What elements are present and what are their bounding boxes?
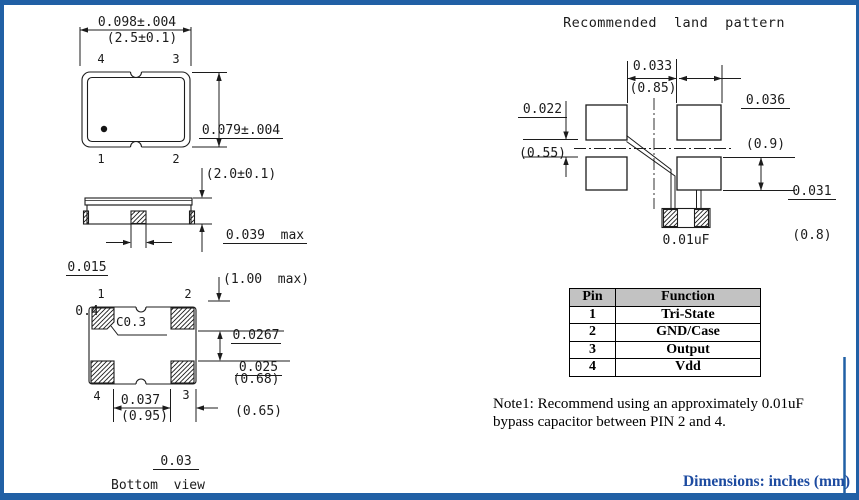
drawing-canvas: 0.098±.004 (2.5±0.1) 4 3 1 2 0.079±.004 … bbox=[4, 5, 856, 493]
capacitor-value-label: 0.01uF bbox=[662, 233, 710, 248]
bypass-trace bbox=[626, 135, 702, 209]
top-view-drawing bbox=[79, 27, 227, 153]
pin-cell: 2 bbox=[569, 323, 616, 342]
sideview-pad-dim: 0.015 0.4 bbox=[66, 259, 108, 320]
bottomview-span-mm: (0.95) bbox=[121, 409, 168, 424]
function-cell: GND/Case bbox=[615, 323, 761, 342]
bottomview-edge-dim: 0.0267 (0.68) bbox=[231, 327, 281, 388]
land-pattern-drawing bbox=[523, 59, 795, 229]
pad-4 bbox=[90, 360, 115, 384]
pad-3 bbox=[170, 360, 195, 384]
topview-width-inch: 0.098±.004 bbox=[97, 15, 177, 30]
table-row: 3 Output bbox=[569, 340, 761, 359]
bypass-capacitor bbox=[661, 207, 711, 229]
note-line-2: bypass capacitor between PIN 2 and 4. bbox=[493, 414, 726, 430]
bottomview-span-inch: 0.037 bbox=[120, 393, 161, 408]
pin-function-table: Pin Function 1 Tri-State 2 GND/Case 3 Ou… bbox=[569, 288, 761, 377]
topview-pin-1: 1 bbox=[97, 152, 105, 166]
chamfer-leader bbox=[110, 325, 167, 336]
topview-height-dim: 0.079±.004 (2.0±0.1) bbox=[199, 95, 283, 211]
topview-pin-3: 3 bbox=[172, 52, 180, 66]
landpattern-vgap-dim: 0.022 (0.55) bbox=[518, 101, 567, 162]
bottomview-pin-1: 1 bbox=[97, 287, 105, 301]
land-pad-tr bbox=[676, 104, 722, 141]
header-function: Function bbox=[615, 288, 761, 307]
pin-cell: 3 bbox=[569, 340, 616, 359]
dimensions-units-label: Dimensions: inches (mm) bbox=[682, 473, 850, 490]
bottom-view-drawing bbox=[88, 277, 290, 422]
sideview-height-dim: 0.039 max (1.00 max) bbox=[223, 227, 310, 288]
pad-1 bbox=[91, 307, 115, 330]
table-header-row: Pin Function bbox=[569, 288, 761, 307]
bottom-view-caption: Bottom view bbox=[111, 478, 205, 493]
bottomview-pad-dim: 0.03 (0.78) bbox=[153, 426, 199, 493]
side-view-drawing bbox=[82, 168, 212, 252]
landpattern-hgap-mm: (0.85) bbox=[629, 81, 677, 96]
landpattern-padw-dim: 0.036 (0.9) bbox=[741, 65, 790, 181]
pin1-marker-dot bbox=[100, 125, 108, 133]
land-pattern-title: Recommended land pattern bbox=[563, 15, 785, 31]
pin-cell: 1 bbox=[569, 305, 616, 324]
chamfer-label: C0.3 bbox=[115, 314, 147, 329]
table-row: 4 Vdd bbox=[569, 358, 761, 377]
table-row: 2 GND/Case bbox=[569, 323, 761, 342]
bottomview-pin-4: 4 bbox=[93, 389, 101, 403]
land-pad-tl bbox=[585, 104, 628, 141]
topview-width-mm: (2.5±0.1) bbox=[106, 31, 178, 46]
line-art bbox=[79, 27, 846, 493]
topview-pin-4: 4 bbox=[97, 52, 105, 66]
bottomview-gap-dim: 0.025 (0.65) bbox=[235, 359, 282, 420]
bottomview-pin-2: 2 bbox=[184, 287, 192, 301]
land-pad-bl bbox=[585, 156, 628, 191]
landpattern-hgap-inch: 0.033 bbox=[632, 59, 673, 74]
topview-pin-2: 2 bbox=[172, 152, 180, 166]
table-row: 1 Tri-State bbox=[569, 305, 761, 324]
landpattern-padh-dim: 0.031 (0.8) bbox=[788, 156, 836, 272]
pin-cell: 4 bbox=[569, 358, 616, 377]
function-cell: Vdd bbox=[615, 358, 761, 377]
pad-2 bbox=[170, 307, 195, 330]
note-line-1: Note1: Recommend using an approximately … bbox=[493, 396, 804, 412]
function-cell: Tri-State bbox=[615, 305, 761, 324]
bottomview-pin-3: 3 bbox=[182, 388, 190, 402]
land-pad-br bbox=[676, 156, 722, 191]
function-cell: Output bbox=[615, 340, 761, 359]
header-pin: Pin bbox=[569, 288, 616, 307]
